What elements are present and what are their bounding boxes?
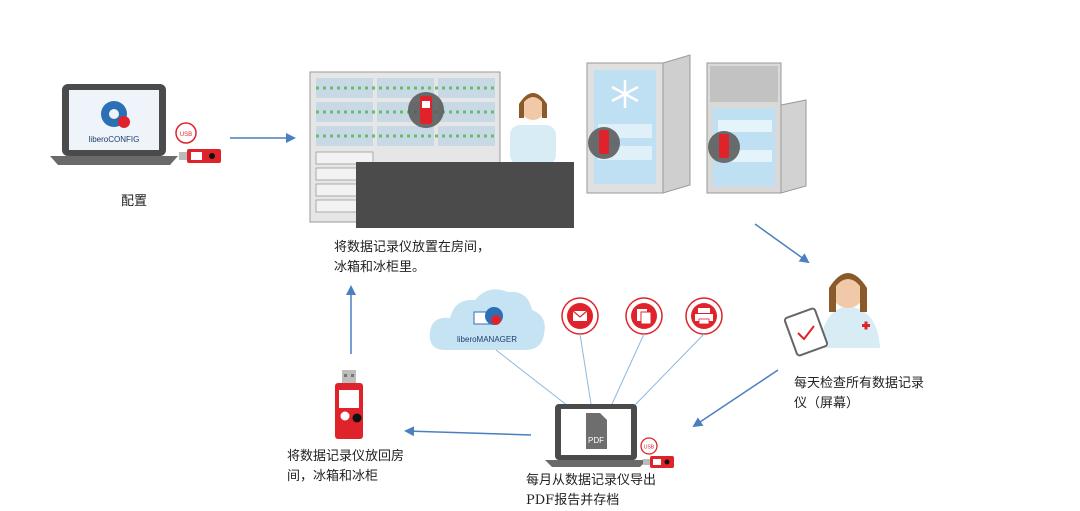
fridge xyxy=(706,62,807,194)
shelf-logger xyxy=(408,92,444,128)
manager-app-name: liberoMANAGER xyxy=(457,335,517,344)
checkmark-icon xyxy=(797,325,815,341)
cloud-manager: liberoMANAGER xyxy=(429,289,545,350)
export-laptop: PDF xyxy=(545,404,647,467)
link-files xyxy=(611,333,645,405)
caption-place: 将数据记录仪放置在房间， 冰箱和冰柜里。 xyxy=(334,240,491,275)
caption-return: 将数据记录仪放回房 间，冰箱和冰柜 xyxy=(287,449,405,484)
link-cloud xyxy=(495,349,569,407)
files-icon xyxy=(625,297,663,335)
link-printer xyxy=(633,333,705,407)
usb-logger-config: USB xyxy=(175,122,221,163)
printer-icon xyxy=(685,297,723,335)
data-logger-device xyxy=(335,370,363,439)
config-app-name: liberoCONFIG xyxy=(89,135,140,144)
nurse-checking xyxy=(783,273,880,357)
pdf-file-icon xyxy=(586,413,607,449)
pharmacist-counter xyxy=(356,93,574,228)
caption-monthly-export: 每月从数据记录仪导出 PDF报告并存档 xyxy=(526,473,657,508)
caption-configure: 配置 xyxy=(121,194,148,209)
arrow-place-to-check xyxy=(754,223,810,264)
config-laptop: liberoCONFIG xyxy=(50,84,178,165)
pdf-label: PDF xyxy=(588,436,604,445)
email-icon xyxy=(561,297,599,335)
freezer xyxy=(586,54,691,194)
usb-label: USB xyxy=(180,132,192,138)
arrow-export-to-return xyxy=(404,426,532,437)
arrow-check-to-export xyxy=(692,369,779,428)
export-usb-label: USB xyxy=(644,445,655,451)
snowflake-icon xyxy=(611,80,639,108)
usb-logger-export: USB xyxy=(640,437,674,468)
link-email xyxy=(579,333,592,405)
caption-daily-check: 每天检查所有数据记录 仪（屏幕） xyxy=(794,376,925,411)
